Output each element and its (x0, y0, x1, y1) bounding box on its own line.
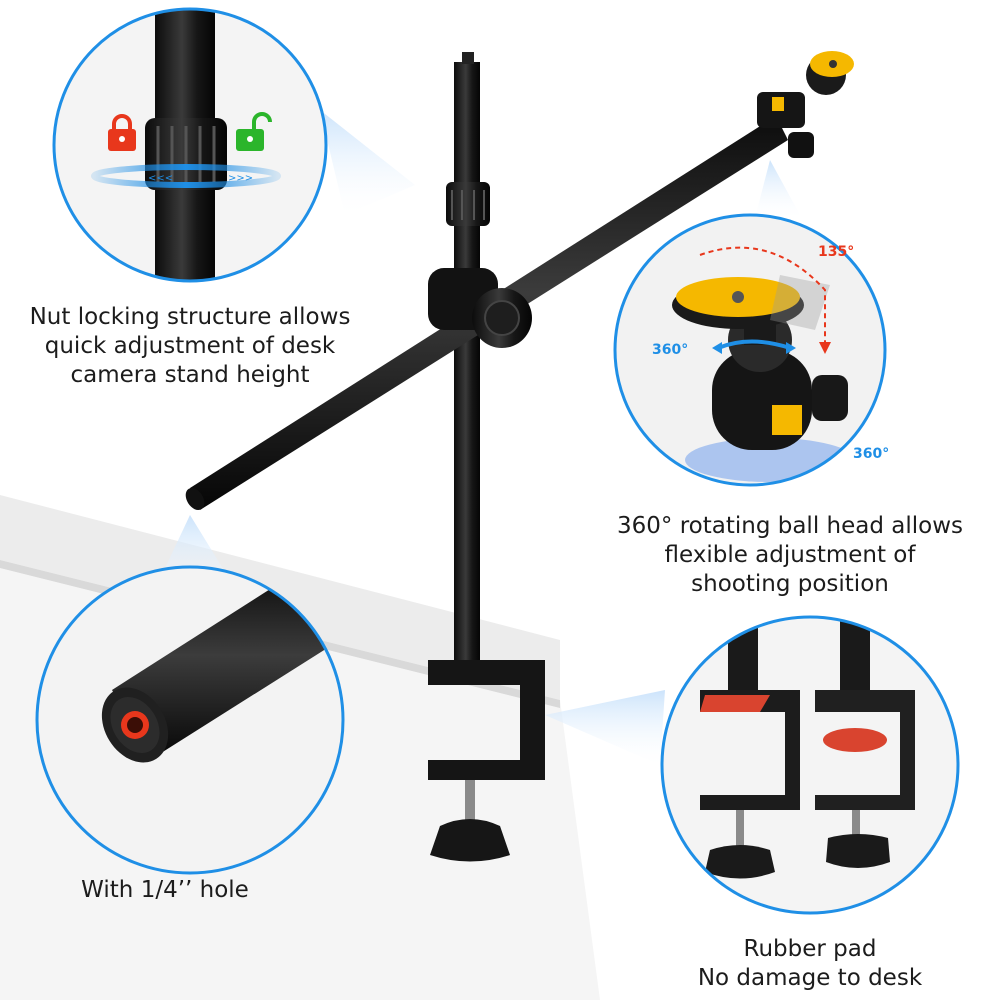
lock-open-icon (236, 112, 272, 151)
ball-head-caption: 360° rotating ball head allows flexible … (617, 513, 963, 597)
rubber-pad-caption: Rubber pad No damage to desk (697, 936, 923, 991)
pan-angle-label: 360° (652, 342, 689, 358)
lock-closed-icon (108, 114, 136, 151)
callout-beam (320, 110, 415, 215)
rubber-pad-detail (660, 615, 960, 915)
callout-beam (545, 690, 665, 765)
base-rotation-angle-label: 360° (853, 446, 890, 462)
callout-beam (755, 160, 800, 218)
nut-lock-caption: Nut locking structure allows quick adjus… (29, 304, 351, 388)
desk-camera-stand (185, 51, 854, 862)
svg-text:>>>: >>> (228, 173, 253, 184)
thread-hole-caption: With 1/4’’ hole (81, 877, 249, 903)
svg-text:<<<: <<< (148, 173, 173, 184)
tilt-angle-label: 135° (818, 244, 855, 260)
rotate-arrows-icon (712, 342, 796, 354)
ball-head-detail (613, 213, 887, 487)
nut-lock-detail: <<< >>> (52, 7, 328, 283)
thread-hole-detail (35, 565, 345, 875)
